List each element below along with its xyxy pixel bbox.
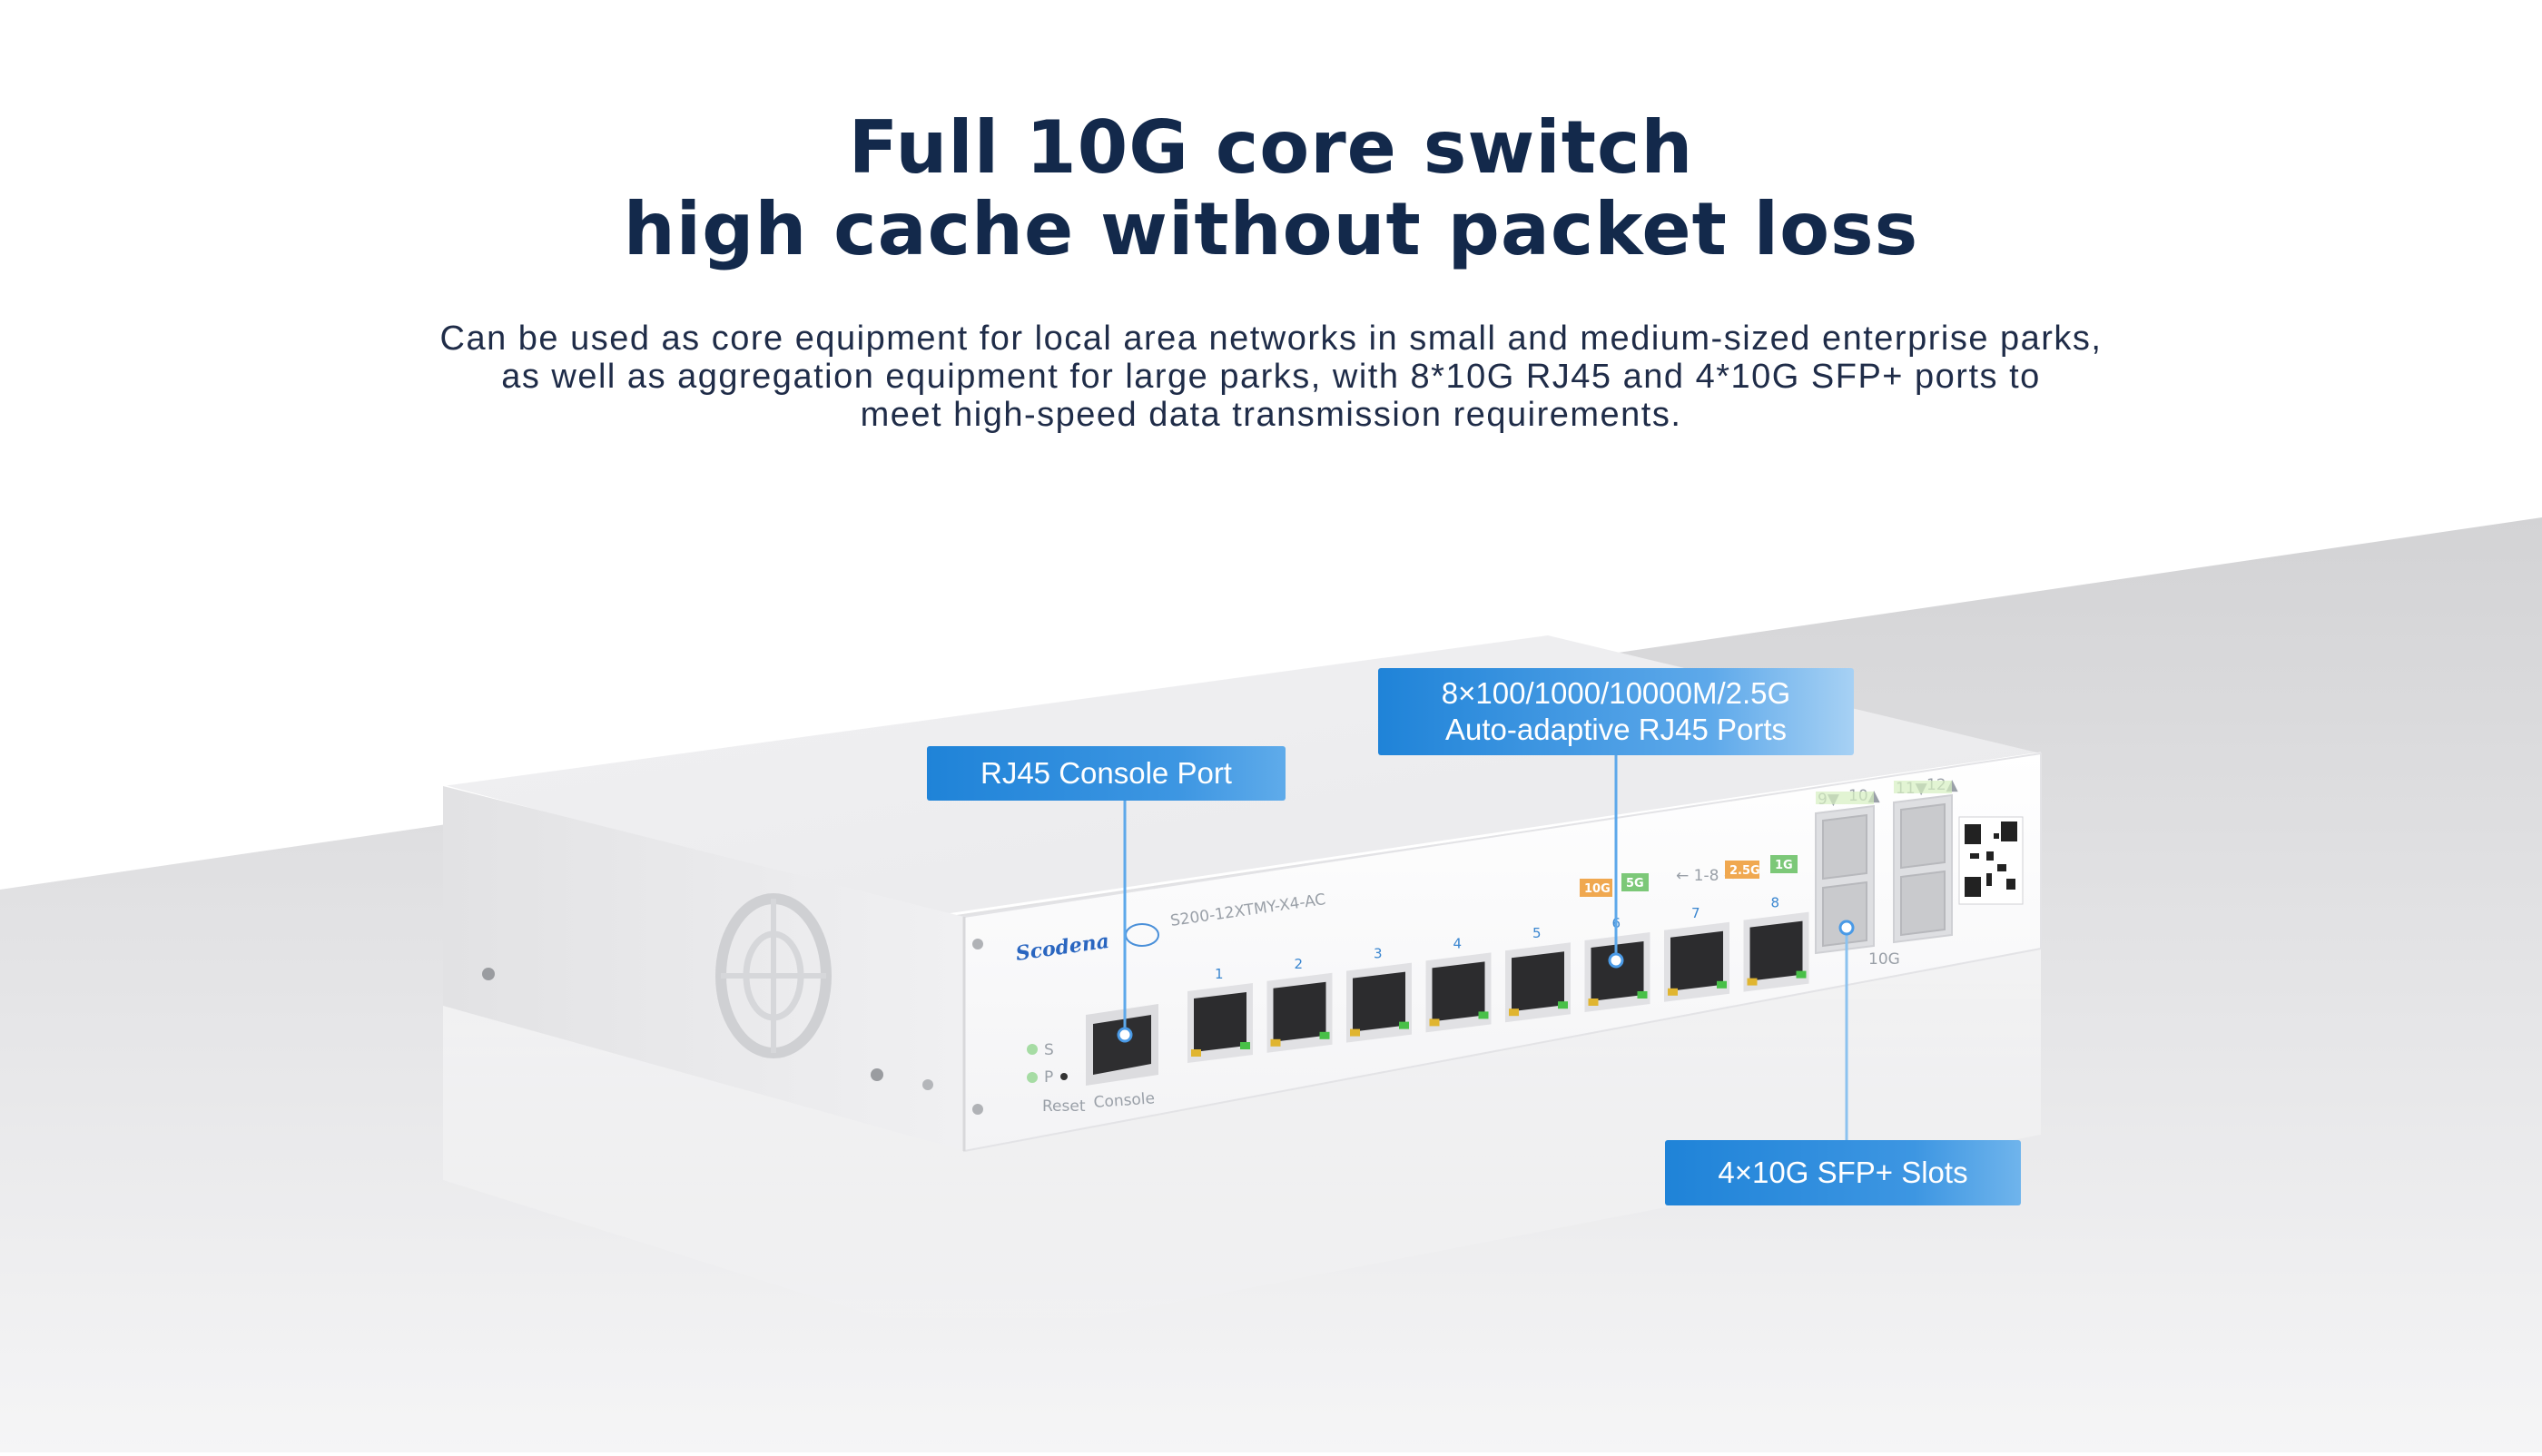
chassis-left-side (443, 786, 964, 1151)
callout-sfp-text: 4×10G SFP+ Slots (1718, 1156, 1968, 1189)
rj45-port-2[interactable] (1266, 972, 1333, 1053)
rj45-port-number-4: 4 (1453, 935, 1463, 951)
device-reflection (443, 949, 2041, 1343)
callout-rj45-line-1: 8×100/1000/10000M/2.5G (1441, 676, 1791, 710)
rj45-port-8[interactable] (1743, 911, 1809, 992)
speed-legend-swatch-3 (1725, 861, 1759, 879)
console-label: Console (1093, 1089, 1156, 1112)
rj45-port-6[interactable] (1584, 932, 1650, 1012)
callout-sfp-slots: 4×10G SFP+ Slots (1665, 1140, 2021, 1205)
led-p-label: P (1044, 1068, 1053, 1087)
callout-console-port: RJ45 Console Port (927, 746, 1286, 801)
speed-legend-label-2: ← 1-8 → (1676, 867, 1737, 885)
rj45-port-number-3: 3 (1374, 946, 1383, 962)
rj45-port-3[interactable] (1346, 962, 1412, 1043)
headline-line-1: Full 10G core switch (848, 105, 1694, 190)
speed-legend: 10G 5G ← 1-8 →2.5G 1G (1580, 855, 1798, 897)
rj45-port-4[interactable] (1425, 952, 1492, 1033)
sfp-slot-group: 9▼10▲11▼12▲ (1815, 776, 1959, 955)
rj45-port-number-8: 8 (1771, 895, 1780, 911)
rj45-port-1[interactable] (1187, 983, 1253, 1063)
rj45-port-7[interactable] (1664, 921, 1729, 1002)
speed-legend-swatch-1 (1621, 873, 1649, 891)
sfp-slot-12[interactable] (1900, 870, 1946, 937)
fan-grille-icon (715, 893, 832, 1058)
rj45-port-5[interactable] (1505, 942, 1571, 1023)
callout-console-text: RJ45 Console Port (980, 756, 1232, 790)
reset-pinhole[interactable] (1060, 1073, 1068, 1080)
speed-legend-label-4: 1G (1775, 859, 1793, 872)
description-line-3: meet high-speed data transmission requir… (860, 396, 1682, 434)
reset-label: Reset (1042, 1097, 1086, 1116)
sfp-slot-11[interactable] (1900, 802, 1946, 870)
console-port[interactable] (1086, 1004, 1158, 1086)
description-line-2: as well as aggregation equipment for lar… (501, 358, 2041, 396)
qr-code (1958, 816, 2024, 905)
callout-rj45-ports: 8×100/1000/10000M/2.5G Auto-adaptive RJ4… (1378, 668, 1854, 755)
sfp-slot-10[interactable] (1822, 880, 1867, 948)
rj45-port-number-2: 2 (1295, 956, 1304, 972)
led-system (1027, 1044, 1038, 1055)
speed-legend-label-0: 10G (1584, 882, 1611, 896)
rj45-port-number-5: 5 (1532, 925, 1542, 941)
led-power (1027, 1072, 1038, 1083)
speed-legend-swatch-0 (1580, 879, 1612, 897)
speed-legend-label-3: 2.5G (1729, 864, 1760, 878)
rj45-port-number-7: 7 (1691, 905, 1700, 921)
callout-rj45-line-2: Auto-adaptive RJ45 Ports (1444, 713, 1788, 746)
page-headline: Full 10G core switch high cache without … (0, 107, 2542, 271)
sfp-speed-label: 10G (1868, 950, 1900, 969)
headline-line-2: high cache without packet loss (623, 187, 1919, 271)
rj45-port-group: 12345678 (1187, 895, 1809, 1063)
sfp-slot-9[interactable] (1822, 813, 1867, 880)
rj45-port-number-1: 1 (1215, 966, 1224, 982)
speed-legend-label-1: 5G (1626, 877, 1644, 890)
description-line-1: Can be used as core equipment for local … (439, 320, 2103, 358)
led-s-label: S (1044, 1041, 1054, 1059)
product-description: Can be used as core equipment for local … (0, 320, 2542, 434)
speed-legend-swatch-4 (1770, 855, 1798, 873)
